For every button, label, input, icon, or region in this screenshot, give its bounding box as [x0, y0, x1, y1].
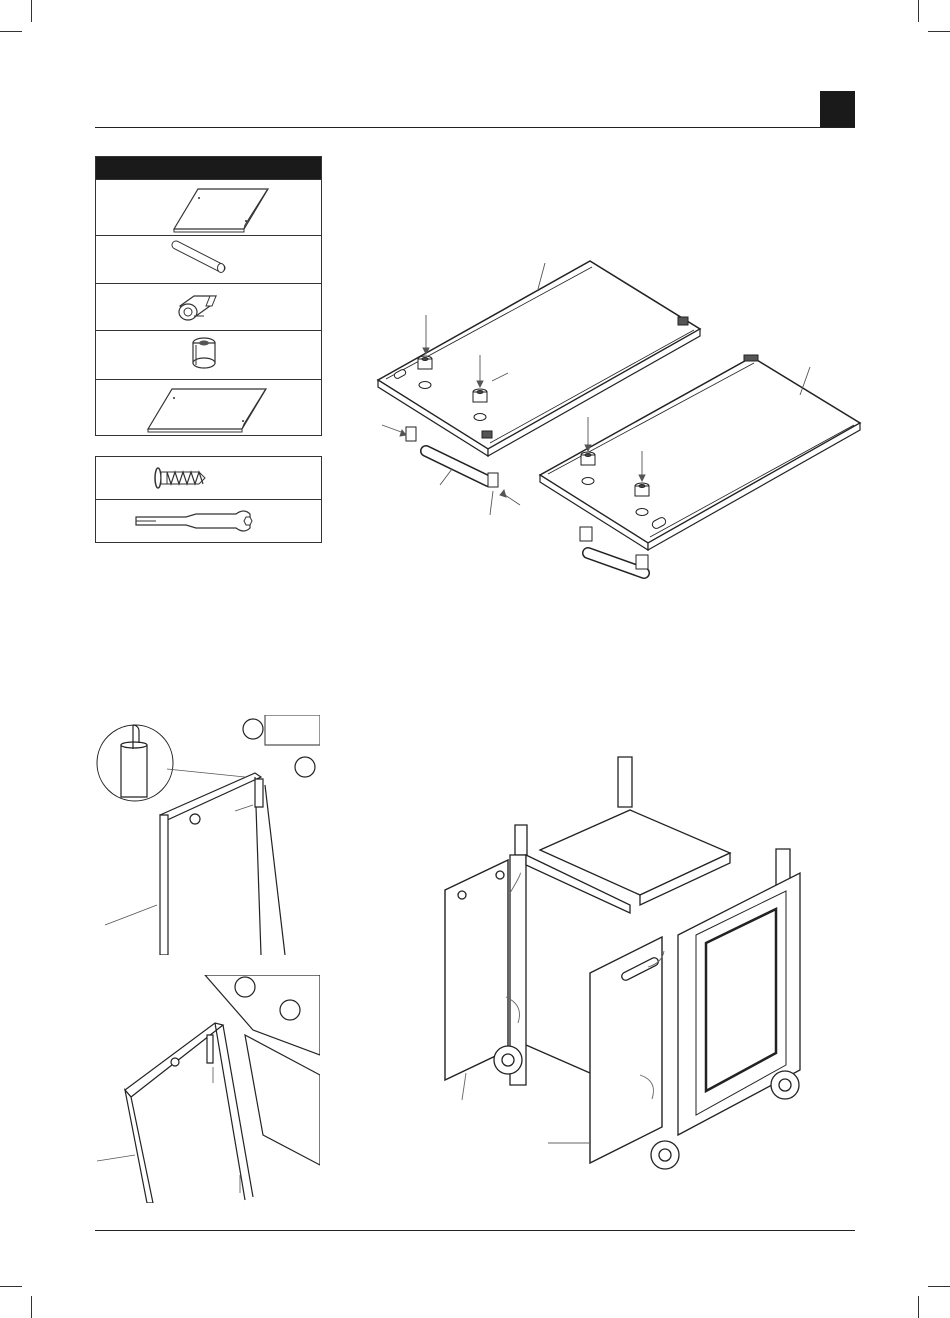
parts-row-rod: [96, 235, 321, 283]
tools-row-wrench: [96, 499, 321, 542]
screw-icon: [96, 457, 323, 499]
pivot-bushing-icon: [96, 331, 323, 379]
rod-icon: [96, 236, 323, 283]
crop-mark-top-left-h: [0, 31, 22, 32]
footer-rule: [95, 1230, 855, 1231]
crop-mark-bottom-right-h: [928, 1286, 950, 1287]
parts-row-hinge-clip: [96, 283, 321, 330]
door-tilt-install-figure: [95, 975, 320, 1203]
crop-mark-bottom-right-v: [918, 1296, 919, 1318]
parts-table-header: [96, 157, 321, 179]
wrench-icon: [96, 500, 323, 542]
tools-table: [95, 456, 322, 543]
tilt-leaders: [97, 1067, 240, 1193]
parts-row-side-panel-2: [96, 379, 321, 435]
header-rule: [95, 127, 855, 128]
parts-row-side-panel: [96, 179, 321, 235]
crop-mark-top-left-v: [31, 0, 32, 22]
crop-mark-bottom-left-h: [0, 1286, 22, 1287]
cart-door-install-figure: [440, 755, 810, 1175]
hinge-clip-icon: [96, 284, 323, 330]
side-panel-icon: [96, 380, 323, 435]
parts-table: [95, 156, 322, 436]
parts-row-pivot-bushing: [96, 330, 321, 379]
tools-row-screw: [96, 457, 321, 499]
door-panels-assembly-figure: [360, 255, 880, 595]
crop-mark-top-right-h: [928, 31, 950, 32]
side-panel-icon: [96, 180, 323, 235]
page-tab: [820, 91, 855, 127]
door-hinge-detail-figure: [95, 715, 320, 955]
crop-mark-bottom-left-v: [31, 1296, 32, 1318]
crop-mark-top-right-v: [918, 0, 919, 22]
